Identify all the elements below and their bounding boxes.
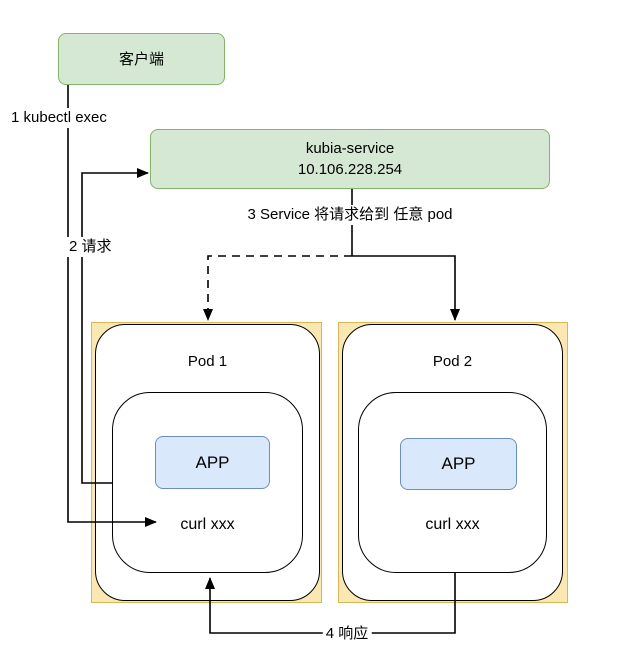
edge-label-step2: 2 请求: [66, 237, 115, 257]
client-label: 客户端: [118, 50, 164, 68]
edge-label-step3: 3 Service 将请求给到 任意 pod: [244, 205, 456, 225]
service-name: kubia-service: [305, 140, 395, 157]
service-node: kubia-service 10.106.228.254: [150, 129, 550, 189]
pod2-title: Pod 2: [432, 353, 473, 370]
edge-label-step1: 1 kubectl exec: [8, 108, 110, 128]
pod1-app-node: APP: [155, 436, 270, 489]
edge-label-step4: 4 响应: [322, 624, 372, 644]
client-node: 客户端: [58, 33, 225, 85]
pod1-app-label: APP: [195, 452, 230, 472]
pod1-title: Pod 1: [187, 353, 228, 370]
pod2-app-node: APP: [400, 438, 517, 490]
edge-step3-to-pod1-dashed: [203, 255, 352, 321]
service-ip: 10.106.228.254: [297, 161, 403, 178]
edge-step3-to-pod2: [352, 255, 460, 321]
pod2-app-label: APP: [441, 454, 476, 473]
pod1-command: curl xxx: [180, 516, 235, 533]
pod2-command: curl xxx: [425, 516, 480, 533]
